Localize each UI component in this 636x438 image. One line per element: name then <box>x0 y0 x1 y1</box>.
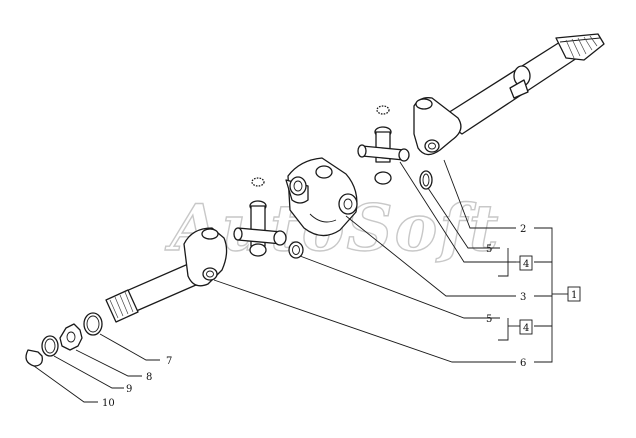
upper-cross-spider <box>357 105 410 185</box>
middle-snap-ring <box>288 241 304 259</box>
callout-box-4-lower <box>519 319 533 335</box>
upper-yoke <box>413 97 462 156</box>
lower-yoke <box>183 227 228 287</box>
callout-5-lower: 5 <box>486 314 492 325</box>
callout-2: 2 <box>520 224 526 235</box>
part-8-washer <box>59 323 83 351</box>
callout-8: 8 <box>146 372 152 383</box>
callout-3: 3 <box>520 292 526 303</box>
upper-shaft <box>439 33 605 135</box>
callout-4-lower: 4 <box>523 323 529 334</box>
callout-box-1 <box>567 286 581 302</box>
center-double-yoke <box>285 157 358 237</box>
callout-7: 7 <box>166 356 172 367</box>
callout-4-upper: 4 <box>523 259 529 270</box>
callout-5-upper: 5 <box>486 244 492 255</box>
lower-cross-spider <box>233 177 287 257</box>
callout-10: 10 <box>102 398 115 409</box>
part-10-circlip <box>25 349 43 367</box>
leader-lines <box>33 159 568 403</box>
callout-9: 9 <box>126 384 132 395</box>
callout-box-4-upper <box>519 255 533 271</box>
callout-1: 1 <box>571 290 577 301</box>
callout-6: 6 <box>520 358 526 369</box>
upper-snap-ring <box>419 170 433 190</box>
